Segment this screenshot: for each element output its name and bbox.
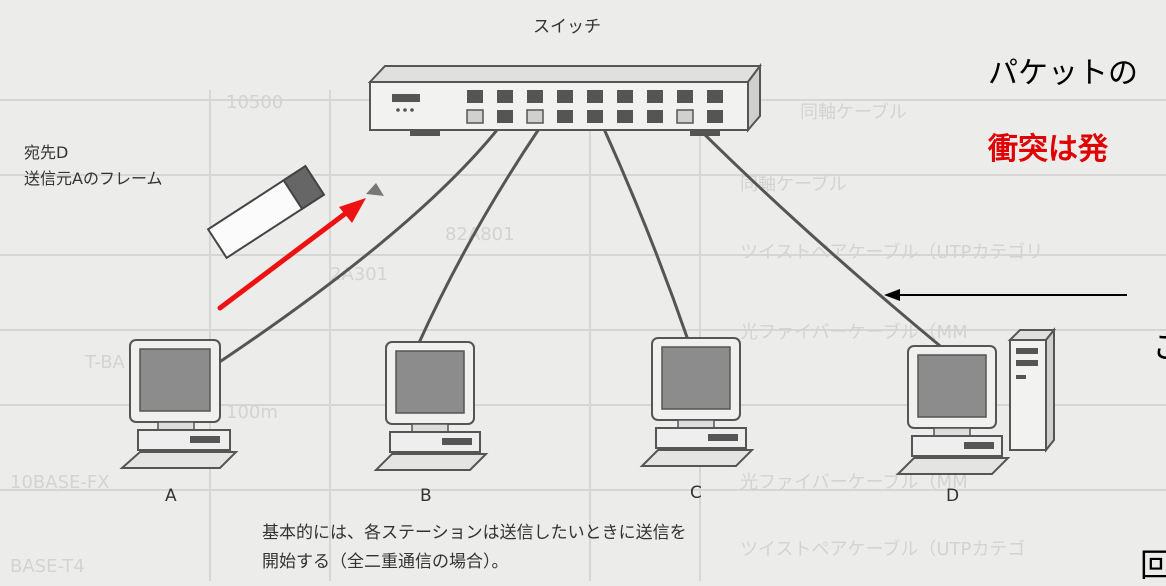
frame-label-line-1: 宛先D xyxy=(24,143,69,162)
overlay-edge-char: こ xyxy=(1152,322,1166,368)
cable-c xyxy=(598,119,690,341)
computer-d xyxy=(895,345,1011,475)
overlay-bottom-char: 回 xyxy=(1140,546,1166,584)
pointer-arrow-icon xyxy=(884,289,1127,301)
faint-text: 同軸ケーブル xyxy=(800,101,907,123)
faint-text: 同軸ケーブル xyxy=(740,173,847,195)
cable-a xyxy=(199,119,507,377)
faint-text: T-BA xyxy=(84,352,126,373)
faint-text: 2A301 xyxy=(330,264,388,285)
red-arrow-icon xyxy=(217,198,366,311)
cable-b xyxy=(416,119,547,346)
faint-text: 82A801 xyxy=(445,224,515,245)
overlay-title: パケットの xyxy=(988,56,1138,91)
node-label-b: B xyxy=(420,486,432,506)
frame-label-line-2: 送信元Aのフレーム xyxy=(24,169,163,188)
faint-text: 10500 xyxy=(226,92,283,113)
faint-text: ツイストペアケーブル（UTPカテゴ xyxy=(740,538,1025,560)
caption-line-1: 基本的には、各ステーションは送信したいときに送信を xyxy=(262,523,687,543)
faint-text: BASE-T4 xyxy=(10,556,85,577)
tower-case xyxy=(1007,327,1057,453)
overlay-red-text: 衝突は発 xyxy=(988,132,1108,167)
frame-packet xyxy=(206,164,326,260)
caption-line-2: 開始する（全二重通信の場合）。 xyxy=(262,552,509,572)
faint-text: 10BASE-FX xyxy=(10,472,110,493)
node-label-c: C xyxy=(690,483,702,503)
computer-b xyxy=(373,341,489,471)
faint-text: 光ファイバーケーブル（MM xyxy=(740,321,968,343)
gray-arrow-icon xyxy=(366,183,384,196)
faint-text: 光ファイバーケーブル（MM xyxy=(740,471,968,493)
cable-d xyxy=(688,118,946,352)
computer-c xyxy=(639,337,755,467)
node-label-d: D xyxy=(946,486,960,506)
switch-label: スイッチ xyxy=(533,17,601,37)
faint-text: 100m xyxy=(226,402,278,423)
node-label-a: A xyxy=(165,486,177,506)
switch-device xyxy=(367,63,762,136)
computer-a xyxy=(119,339,239,469)
faint-text: ツイストペアケーブル（UTPカテゴリ xyxy=(740,241,1043,263)
